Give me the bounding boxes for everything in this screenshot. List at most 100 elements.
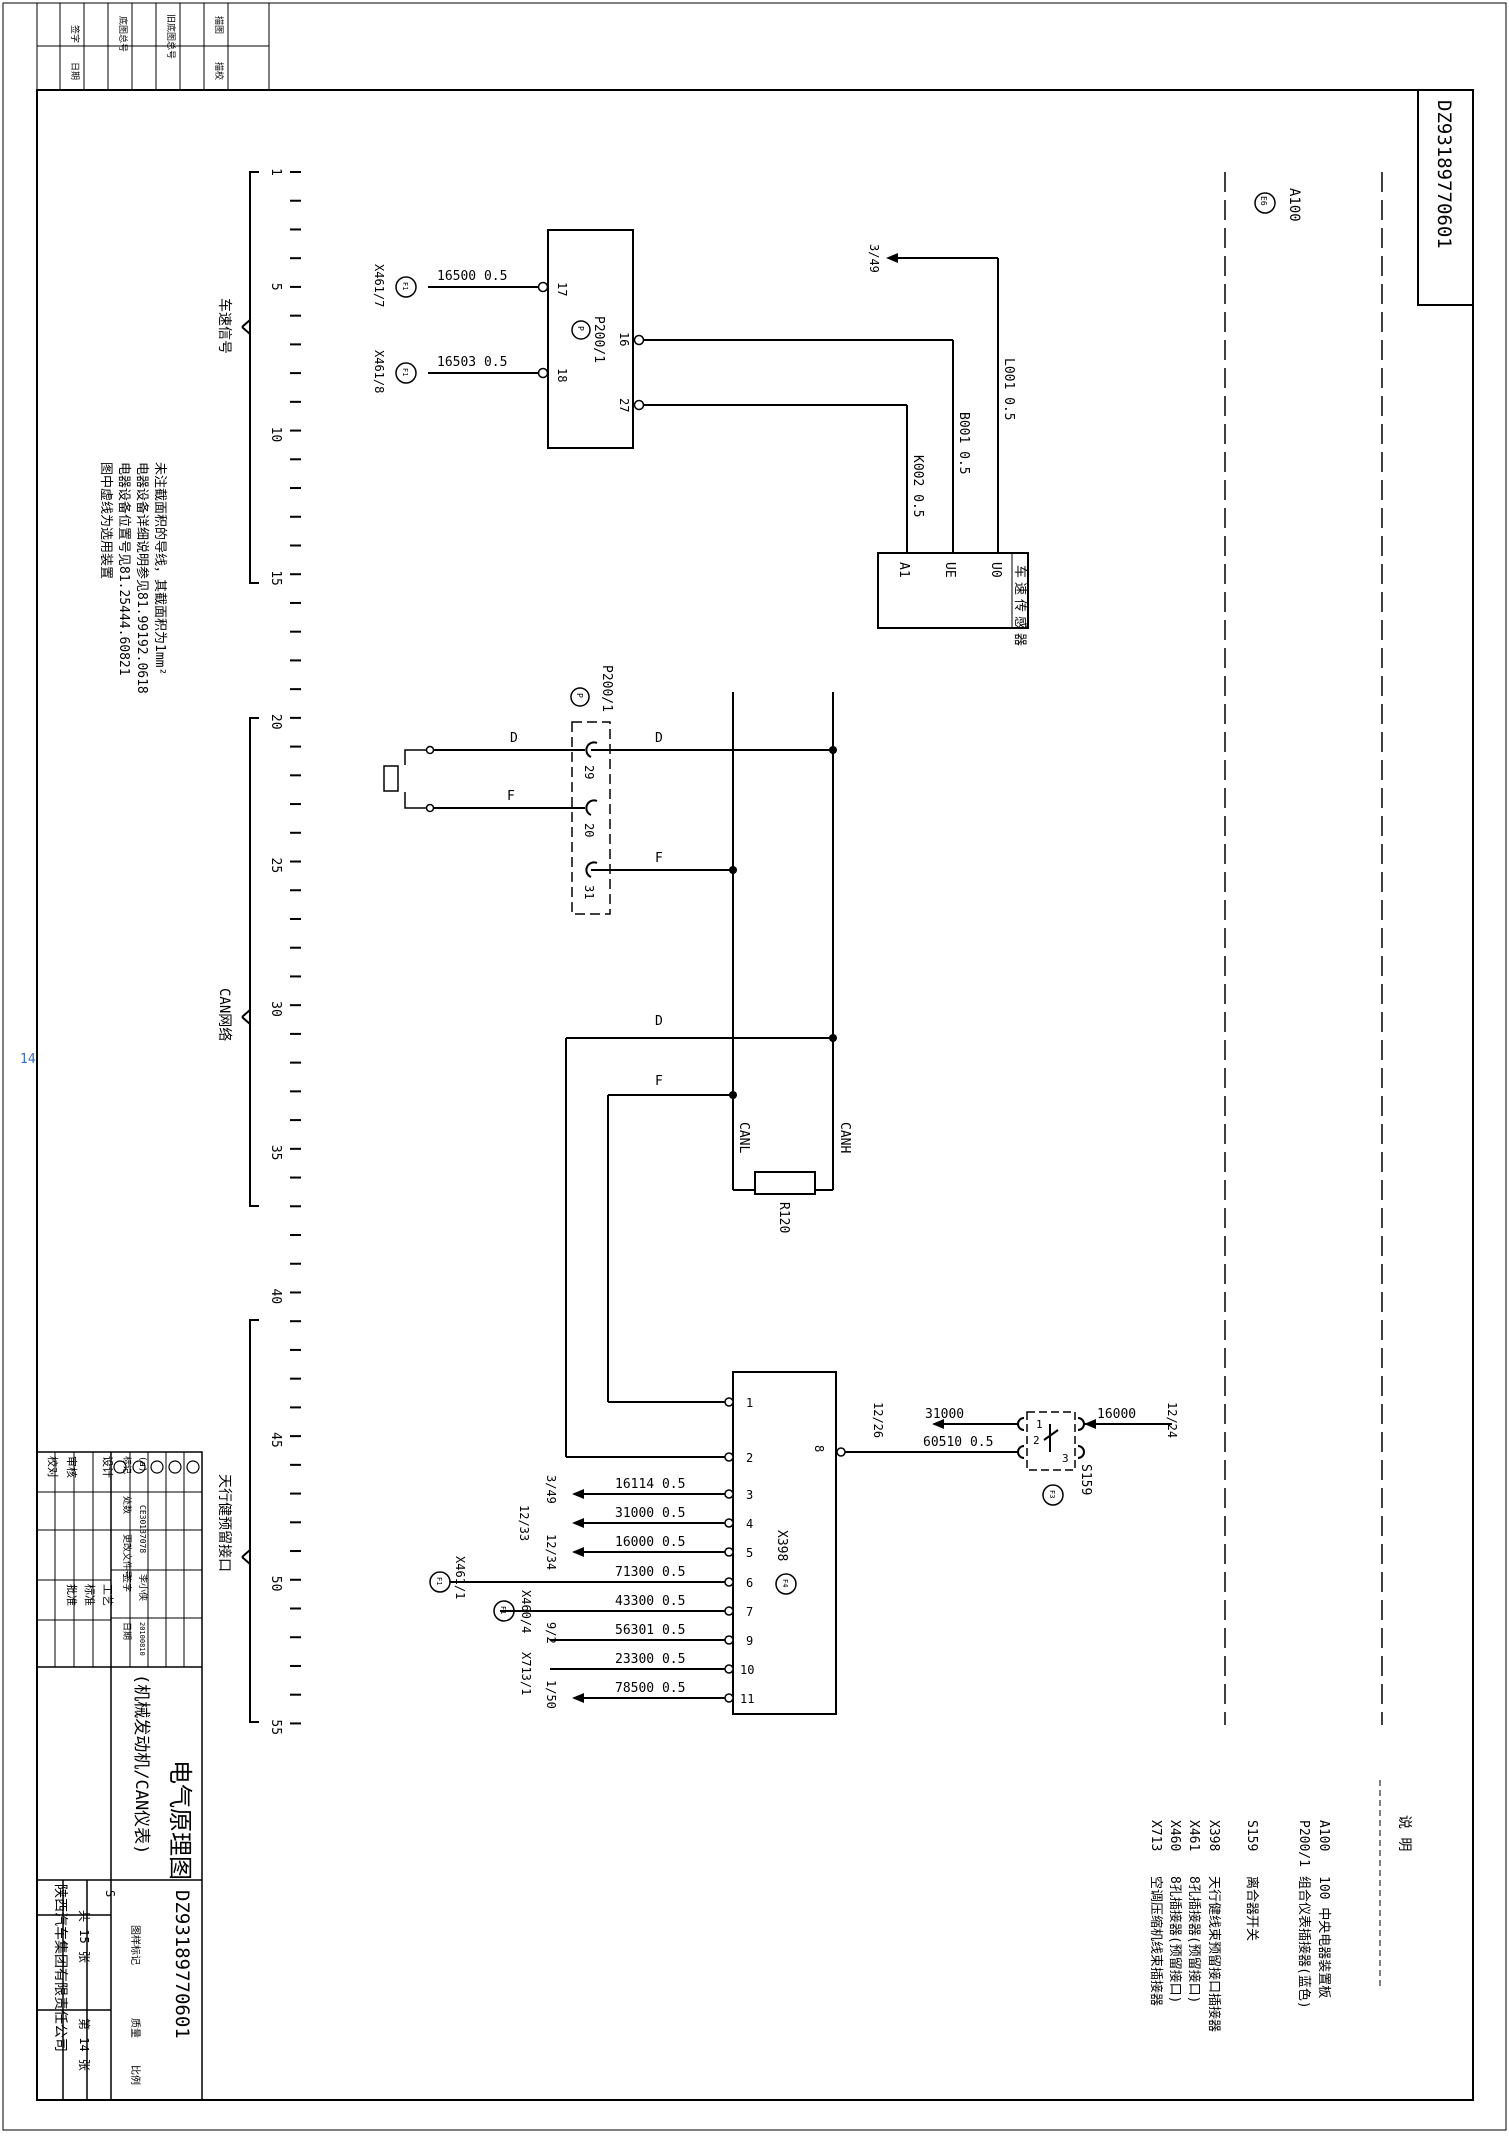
wire-label: 16503 0.5 bbox=[437, 355, 507, 370]
pin-label: 8 bbox=[812, 1445, 826, 1452]
wire-label: K002 0.5 bbox=[910, 455, 925, 518]
pin-label: 2 bbox=[1033, 1434, 1040, 1447]
top-table-cell: 日期 bbox=[69, 62, 80, 80]
section-label-can: CAN网络 bbox=[216, 988, 232, 1041]
tb-header: 图样标记 bbox=[129, 1925, 142, 1965]
pin-label: 11 bbox=[740, 1692, 754, 1706]
connector-label: X460/4 bbox=[519, 1590, 533, 1633]
connector-label: X461/7 bbox=[372, 264, 386, 307]
junction-dot bbox=[829, 746, 837, 754]
p200-label-can: P200/1 bbox=[599, 665, 614, 712]
legend-code: P200/1 bbox=[1296, 1820, 1311, 1867]
legend-desc: 离合器开关 bbox=[1244, 1876, 1260, 1941]
s159-badge: F3 bbox=[1048, 1490, 1056, 1498]
title-block bbox=[36, 1451, 203, 2101]
ref-label: 3/49 bbox=[867, 244, 881, 273]
ruler-label: 50 bbox=[268, 1576, 283, 1592]
pin-label: 9 bbox=[746, 1634, 753, 1648]
connector-label: X461/8 bbox=[372, 350, 386, 393]
pin-label: 4 bbox=[746, 1517, 753, 1531]
ruler-label: 55 bbox=[268, 1719, 283, 1735]
p200-badge-icon bbox=[571, 320, 591, 340]
legend-desc: 天行健线束预留接口插接器 bbox=[1206, 1876, 1222, 2032]
revision-marks bbox=[113, 1460, 200, 1474]
s159-switch-icon bbox=[940, 1417, 1172, 1459]
pin-label: 3 bbox=[746, 1488, 753, 1502]
pin-label: 27 bbox=[617, 398, 631, 412]
top-table-cell: 描校 bbox=[213, 62, 225, 80]
rev-cell: CE30137078 bbox=[138, 1505, 147, 1553]
p200-box-upper bbox=[547, 229, 634, 449]
role-label: 批准 bbox=[65, 1584, 79, 1606]
note-line: 电器设备位置号见81.25444.60821 bbox=[116, 462, 132, 676]
wire-label: L001 0.5 bbox=[1001, 358, 1016, 421]
legend-code: A100 bbox=[1316, 1820, 1331, 1851]
x398-arrows bbox=[572, 1489, 584, 1703]
ref-label: 12/34 bbox=[544, 1534, 558, 1570]
r120-resistor bbox=[754, 1171, 816, 1195]
r120-label: R120 bbox=[776, 1202, 791, 1233]
terminal-open bbox=[425, 803, 435, 813]
ruler-label: 40 bbox=[268, 1288, 283, 1304]
pin-label: 1 bbox=[1036, 1418, 1043, 1431]
role-label: 标准 bbox=[83, 1584, 97, 1606]
p200-box-can bbox=[571, 721, 611, 915]
wire-label: 31000 bbox=[925, 1407, 964, 1422]
ruler-label: 1 bbox=[268, 168, 283, 176]
ruler-label: 25 bbox=[268, 858, 283, 874]
wire-label: D bbox=[655, 1014, 663, 1029]
badge-f1: F1 bbox=[401, 282, 409, 290]
pin-label: 6 bbox=[746, 1576, 753, 1590]
legend-code: X461 bbox=[1186, 1820, 1201, 1851]
top-table-cell: 底图总号 bbox=[117, 16, 129, 52]
wire-label: F bbox=[655, 1074, 663, 1089]
sensor-pin: UE bbox=[942, 562, 957, 578]
a100-badge-icon bbox=[1254, 192, 1276, 214]
wire-label: F bbox=[655, 851, 663, 866]
speed-wires bbox=[428, 257, 999, 553]
title-line-1: 电气原理图 bbox=[166, 1760, 194, 1880]
f1-badge-icon bbox=[395, 276, 417, 298]
sensor-pin: A1 bbox=[896, 562, 911, 578]
pin-17-terminal bbox=[537, 281, 549, 293]
top-table-cell: 描图 bbox=[213, 16, 225, 34]
legend-heading: 说 明 bbox=[1396, 1815, 1412, 1851]
arrow-icon bbox=[1084, 1419, 1096, 1429]
ruler-label: 20 bbox=[268, 714, 283, 730]
s159-label: S159 bbox=[1078, 1464, 1093, 1495]
pin-label: 2 bbox=[746, 1451, 753, 1465]
pin-label: 18 bbox=[555, 368, 569, 382]
legend-desc: 8孔插接器(预留接口) bbox=[1167, 1876, 1183, 2003]
wire-label: 56301 0.5 bbox=[615, 1623, 685, 1638]
connector-label: X713/1 bbox=[519, 1652, 533, 1695]
pin-label: 31 bbox=[582, 885, 596, 899]
role-label: 校对 bbox=[46, 1456, 60, 1478]
title-line-2: (机械发动机/CAN仪表) bbox=[131, 1674, 151, 1854]
drawing-number-box bbox=[1417, 89, 1474, 306]
tb-header: 比例 bbox=[129, 2065, 142, 2085]
junction-dot bbox=[729, 1091, 737, 1099]
rev-col: 日期 bbox=[121, 1622, 132, 1640]
arrow-icon bbox=[932, 1419, 944, 1429]
drawing-number: DZ93189770601 bbox=[1433, 100, 1455, 249]
pin-label: 10 bbox=[740, 1663, 754, 1677]
s159-badge-icon bbox=[1042, 1484, 1064, 1506]
wire-label: 60510 0.5 bbox=[923, 1435, 993, 1450]
ruler-label: 15 bbox=[268, 570, 283, 586]
pin-label: 16 bbox=[617, 332, 631, 346]
pin-label: 29 bbox=[582, 765, 596, 779]
wire-label: D bbox=[510, 731, 518, 746]
pin-label: 17 bbox=[555, 282, 569, 296]
ref-label: 12/26 bbox=[871, 1402, 885, 1438]
rev-cell: (a) bbox=[137, 1456, 147, 1472]
x398-label: X398 bbox=[774, 1530, 789, 1561]
stage-mark: S bbox=[103, 1890, 117, 1897]
rev-col: 处数 bbox=[121, 1496, 133, 1514]
tb-header: 质量 bbox=[129, 2018, 141, 2038]
pin-16-terminal bbox=[633, 334, 645, 346]
legend-desc: 空调压缩机线束插接器 bbox=[1148, 1876, 1164, 2006]
x398-badge: F4 bbox=[781, 1579, 789, 1587]
wire-label: 16500 0.5 bbox=[437, 269, 507, 284]
